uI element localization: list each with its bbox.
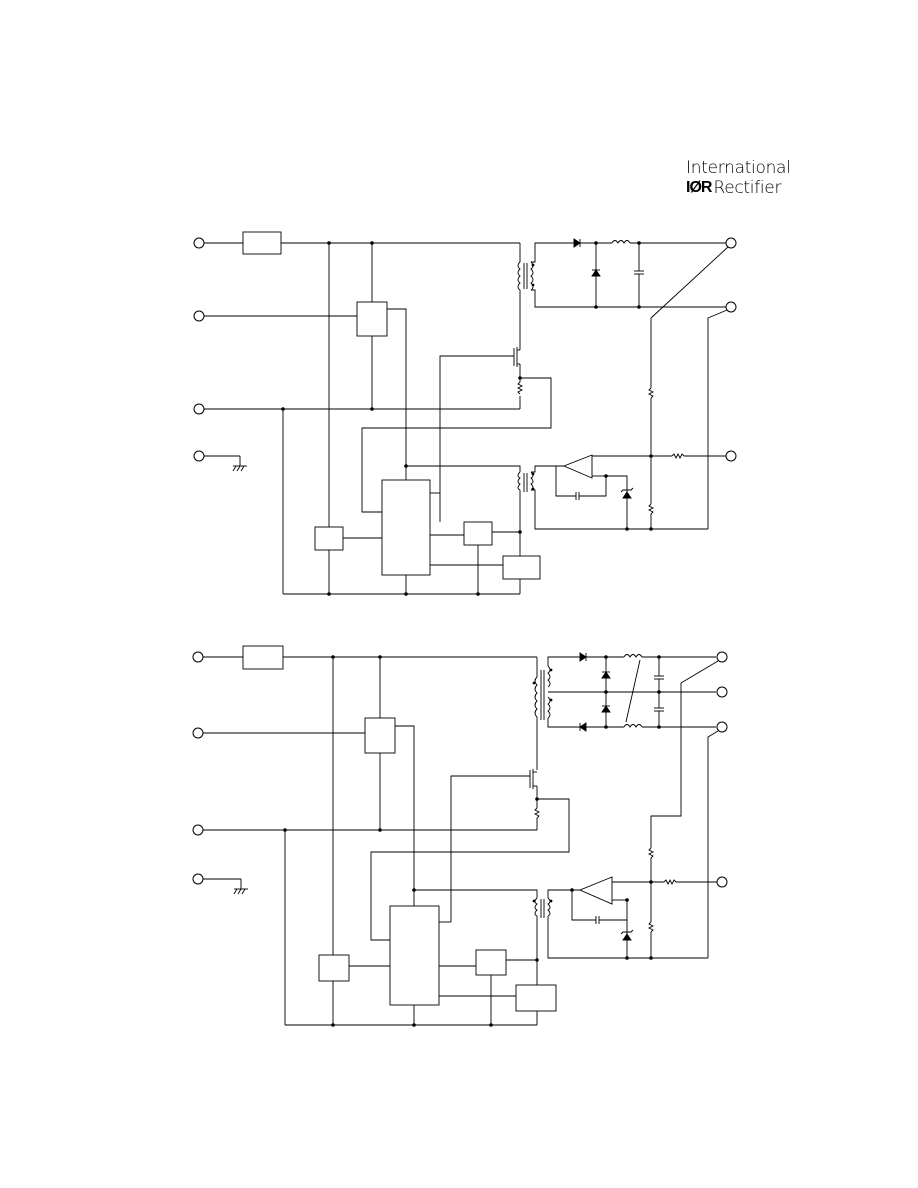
vcc-supply-block <box>314 526 344 551</box>
start-up-regulator-block <box>364 717 396 754</box>
ground-terminal <box>192 873 204 885</box>
input-terminal-2 <box>193 310 205 322</box>
protection-block <box>515 984 557 1012</box>
reference-zener <box>622 491 632 499</box>
current-sense-resistor <box>533 807 541 819</box>
output-terminal-positive <box>716 651 728 663</box>
transformer-primary-winding <box>534 676 538 718</box>
output-terminal-sense <box>716 876 728 888</box>
optocoupler-primary <box>517 471 521 491</box>
output-terminal-return <box>725 301 737 313</box>
divider-resistor-bottom <box>647 921 655 933</box>
output-rectifier-diode-upper <box>579 652 587 662</box>
input-fuse-block <box>242 231 282 255</box>
input-fuse-block <box>242 645 284 670</box>
ior-logo-mark: IØR <box>686 179 712 196</box>
divider-resistor-bottom <box>647 503 655 515</box>
transformer-secondary-winding-upper <box>547 665 551 688</box>
output-filter-inductor <box>611 240 631 244</box>
output-terminal-sense <box>725 450 737 462</box>
output-terminal-positive <box>725 237 737 249</box>
output-filter-inductor-lower <box>623 724 643 728</box>
optocoupler-secondary <box>530 471 534 491</box>
vcc-supply-block <box>318 954 350 982</box>
protection-block <box>502 555 541 580</box>
ground-terminal <box>193 450 205 462</box>
input-terminal-3 <box>193 403 205 415</box>
divider-resistor-top <box>647 847 655 859</box>
single-output-flyback-schematic <box>193 231 737 596</box>
snubber-diode-upper <box>601 671 611 679</box>
feedback-block <box>463 521 493 546</box>
output-terminal-common <box>716 686 728 698</box>
snubber-diode <box>591 269 601 277</box>
coupled-inductor-link <box>625 659 641 723</box>
reference-zener <box>622 933 632 941</box>
dual-output-flyback-schematic <box>192 645 728 1027</box>
error-amplifier <box>562 454 593 479</box>
start-up-regulator-block <box>356 301 388 337</box>
error-amplifier <box>578 876 613 905</box>
output-rectifier-diode <box>573 238 581 248</box>
pwm-controller-ic <box>381 479 431 576</box>
brand-name-line1: International <box>686 158 791 178</box>
output-terminal-negative <box>716 721 728 733</box>
input-terminal-1 <box>193 237 205 249</box>
feedback-block <box>475 949 507 976</box>
input-terminal-2 <box>192 727 204 739</box>
pwm-controller-ic <box>389 905 440 1006</box>
current-sense-resistor <box>516 381 524 395</box>
sense-resistor <box>663 878 677 886</box>
output-filter-inductor-upper <box>623 654 643 658</box>
divider-resistor-top <box>647 387 655 399</box>
input-terminal-3 <box>192 824 204 836</box>
output-rectifier-diode-lower <box>579 722 587 732</box>
input-terminal-1 <box>192 651 204 663</box>
snubber-diode-lower <box>601 705 611 713</box>
sense-resistor <box>671 452 685 460</box>
brand-name-rectifier: Rectifier <box>713 178 782 198</box>
transformer-primary-winding <box>517 261 521 291</box>
